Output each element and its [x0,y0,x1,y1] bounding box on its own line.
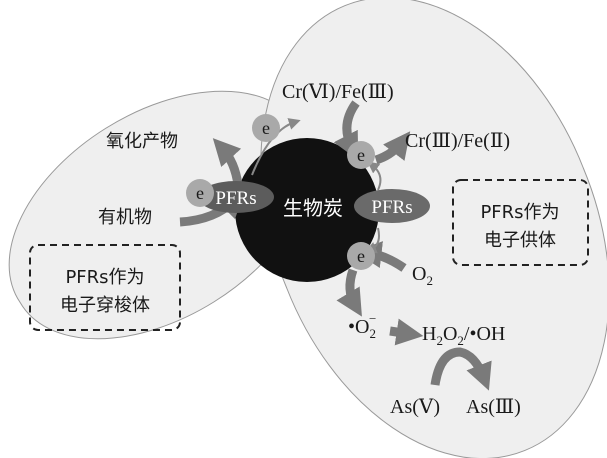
as5-label: As(Ⅴ) [390,396,440,418]
left-box-line1: PFRs作为 [65,267,144,288]
biochar-label: 生物炭 [283,196,343,220]
as3-label: As(Ⅲ) [466,396,521,418]
pfrs-left [198,181,274,213]
cr6-fe3-label: Cr(Ⅵ)/Fe(Ⅲ) [282,81,394,103]
cr3-fe2-label: Cr(Ⅲ)/Fe(Ⅱ) [405,130,510,152]
arrow-to-cr3 [374,131,411,165]
electron-label: e [196,183,204,203]
right-box-line2: 电子供体 [484,230,556,251]
arrow-cr6-in [333,100,360,160]
electron-label: e [357,145,365,165]
electron-left: e [186,179,214,207]
o2-label: O2 [412,263,433,288]
left-info-box [29,244,181,331]
electron-right-bottom: e [347,242,375,270]
arrow-electron-pfrs-to-e [367,161,382,191]
arrow-superoxide-to-h2o2 [389,318,424,346]
electron-top: e [252,114,280,142]
electron-label: e [262,118,270,138]
h2o2-oh-label: H2O2/•OH [422,323,505,348]
pfrs-right [354,189,430,223]
superoxide-label: •O2− [348,311,376,341]
arrow-to-superoxide [336,268,362,317]
right-info-box [452,179,589,266]
electron-label: e [357,246,365,266]
right-box-line1: PFRs作为 [480,202,559,223]
left-box-line2: 电子穿梭体 [60,295,150,316]
electron-right-top: e [347,141,375,169]
biochar-particle [235,138,379,282]
arrow-as5-to-as3 [430,347,492,391]
pfrs-right-label: PFRs [371,197,412,218]
organic-matter-label: 有机物 [98,207,152,228]
oxidation-product-label: 氧化产物 [106,131,178,152]
pfrs-left-label: PFRs [215,188,256,209]
